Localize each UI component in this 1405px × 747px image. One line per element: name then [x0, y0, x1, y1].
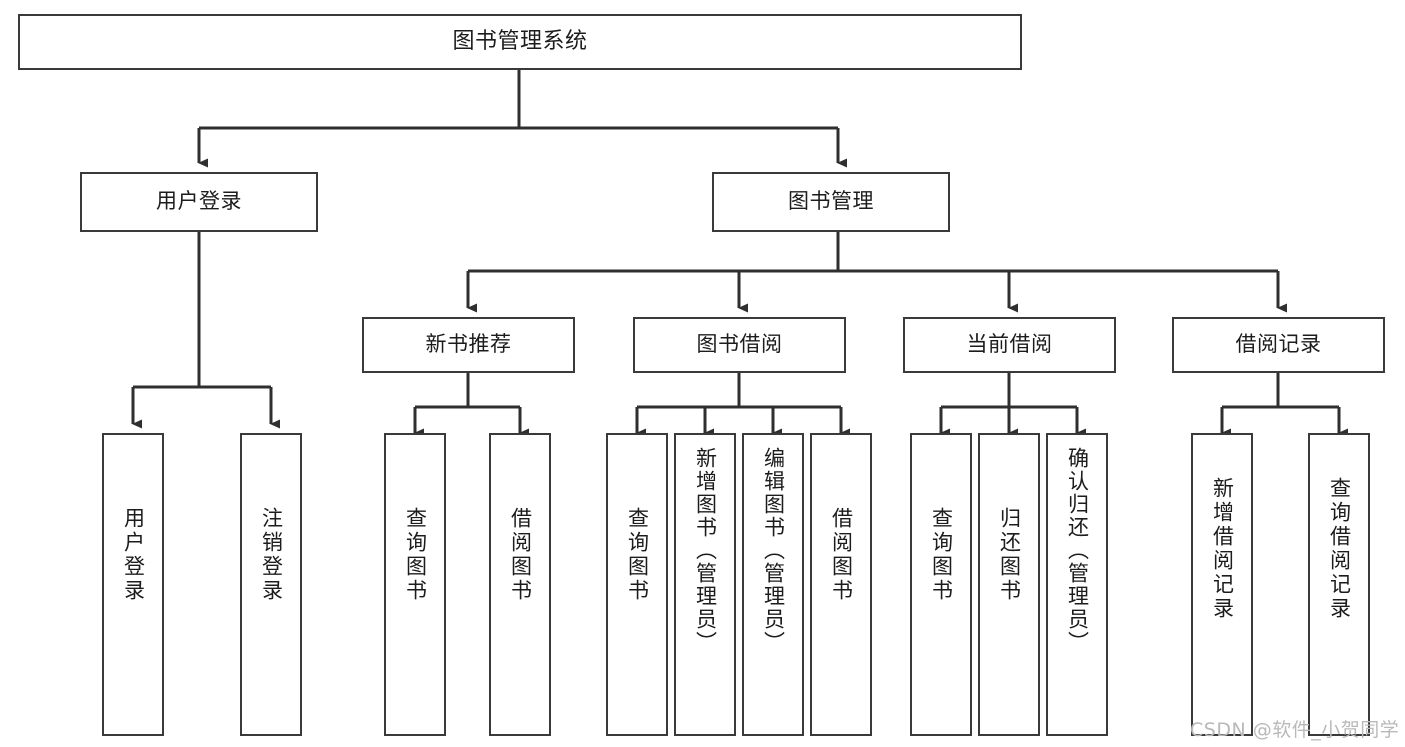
leaf-logout[interactable]: 注销登录 [240, 433, 302, 736]
node-label: 用户登录 [121, 507, 146, 603]
node-book-borrow[interactable]: 图书借阅 [633, 317, 846, 373]
leaf-return-book[interactable]: 归还图书 [978, 433, 1040, 736]
node-current-borrow[interactable]: 当前借阅 [903, 317, 1116, 373]
leaf-edit-book-admin[interactable]: 编辑图书（管理员） [742, 433, 804, 736]
node-label: 借阅图书 [508, 507, 533, 603]
node-label: 图书管理系统 [452, 28, 588, 54]
leaf-borrow-book-newbook[interactable]: 借阅图书 [489, 433, 551, 736]
node-label: 查询图书 [929, 507, 954, 603]
node-label: 借阅记录 [1235, 332, 1322, 357]
node-label: 图书借阅 [696, 332, 783, 357]
node-label: 编辑图书（管理员） [761, 447, 786, 654]
leaf-add-borrow-record[interactable]: 新增借阅记录 [1191, 433, 1253, 736]
node-root-system[interactable]: 图书管理系统 [18, 14, 1022, 70]
node-label: 用户登录 [156, 189, 242, 214]
node-new-book-recommend[interactable]: 新书推荐 [362, 317, 575, 373]
node-label: 查询图书 [403, 507, 428, 603]
node-label: 注销登录 [259, 507, 284, 603]
node-borrow-record[interactable]: 借阅记录 [1172, 317, 1385, 373]
node-label: 借阅图书 [829, 507, 854, 603]
node-label: 新增借阅记录 [1210, 477, 1235, 621]
leaf-user-login[interactable]: 用户登录 [102, 433, 164, 736]
node-user-login[interactable]: 用户登录 [80, 172, 318, 232]
node-label: 当前借阅 [966, 332, 1053, 357]
node-label: 新书推荐 [425, 332, 512, 357]
leaf-query-borrow-record[interactable]: 查询借阅记录 [1308, 433, 1370, 736]
watermark: CSDN @软件_小贺同学 [1190, 719, 1400, 741]
leaf-confirm-return-admin[interactable]: 确认归还（管理员） [1046, 433, 1108, 736]
leaf-query-book-borrow[interactable]: 查询图书 [606, 433, 668, 736]
leaf-add-book-admin[interactable]: 新增图书（管理员） [674, 433, 736, 736]
node-label: 确认归还（管理员） [1065, 447, 1090, 654]
node-label: 新增图书（管理员） [693, 447, 718, 654]
leaf-query-book-newbook[interactable]: 查询图书 [384, 433, 446, 736]
leaf-query-book-current[interactable]: 查询图书 [910, 433, 972, 736]
node-label: 图书管理 [788, 189, 874, 214]
node-label: 归还图书 [997, 507, 1022, 603]
node-label: 查询图书 [625, 507, 650, 603]
node-label: 查询借阅记录 [1327, 477, 1352, 621]
leaf-borrow-book-borrow[interactable]: 借阅图书 [810, 433, 872, 736]
node-book-management[interactable]: 图书管理 [712, 172, 950, 232]
